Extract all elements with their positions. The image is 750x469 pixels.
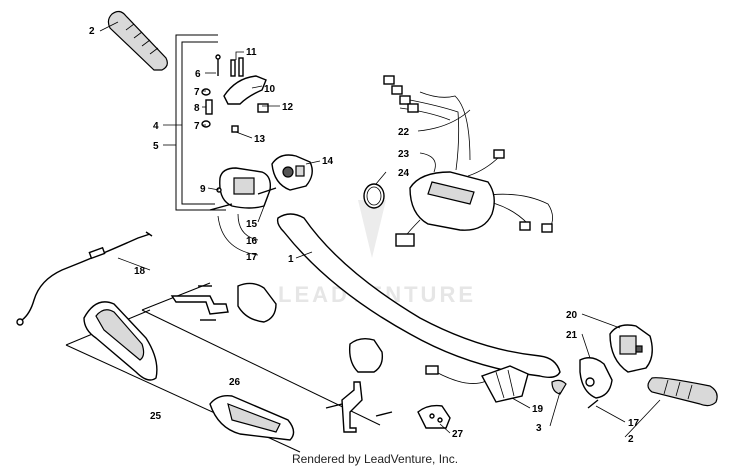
callout-14: 14 [322,156,334,167]
bracket-group-4 [181,41,218,205]
callout-7-top: 7 [194,87,200,98]
callout-9: 9 [200,184,206,195]
mount-bracket-right[interactable] [325,337,393,433]
handguard-left[interactable] [83,301,158,381]
callout-7-bottom: 7 [194,121,200,132]
callout-21: 21 [566,330,578,341]
callout-26: 26 [229,377,241,388]
callout-5: 5 [153,141,159,152]
callout-22: 22 [398,127,410,138]
right-grip[interactable] [647,377,718,407]
screw-right [587,399,599,409]
callout-24: 24 [398,168,410,179]
callout-10: 10 [264,84,276,95]
bracket-group-26 [141,309,381,426]
callout-2-right: 2 [628,434,634,445]
handlebar[interactable] [276,213,567,395]
screws-left [209,187,277,211]
callout-15: 15 [246,219,258,230]
callout-18: 18 [134,266,146,277]
display-unit[interactable] [409,171,495,231]
callout-19: 19 [532,404,544,415]
callout-20: 20 [566,310,578,321]
callout-11: 11 [246,47,257,58]
left-grip[interactable] [107,10,168,71]
throttle-switch-harness[interactable] [425,365,529,403]
callout-2-left: 2 [89,26,95,37]
throttle-cable[interactable] [16,231,153,326]
callout-17-left: 17 [246,252,258,263]
callout-12: 12 [282,102,294,113]
callout-labels: 2 4 5 6 7 8 7 9 11 10 12 13 14 15 16 17 … [89,26,640,445]
wiring-harness[interactable] [383,75,553,247]
right-switch-housing[interactable] [579,324,653,399]
callout-17-right: 17 [628,418,640,429]
render-credit: Rendered by LeadVenture, Inc. [291,452,459,466]
callout-6: 6 [195,69,201,80]
callout-3: 3 [536,423,542,434]
group-brackets [65,34,381,453]
callout-16: 16 [246,236,258,247]
o-ring[interactable] [363,183,385,209]
watermark-logo-icon [358,200,386,258]
mount-bracket-left[interactable] [170,282,277,323]
callout-27: 27 [452,429,464,440]
leader-lines [99,21,661,438]
callout-13: 13 [254,134,266,145]
small-bracket-27[interactable] [417,404,451,429]
lever-assembly[interactable] [201,54,269,133]
switch-cluster[interactable] [271,154,313,191]
callout-1: 1 [288,254,294,265]
left-switch-housing[interactable] [216,167,272,209]
callout-23: 23 [398,149,410,160]
callout-4: 4 [153,121,159,132]
callout-25: 25 [150,411,162,422]
handguard-right[interactable] [209,394,295,441]
callout-8: 8 [194,103,200,114]
bracket-group-5 [175,34,226,211]
